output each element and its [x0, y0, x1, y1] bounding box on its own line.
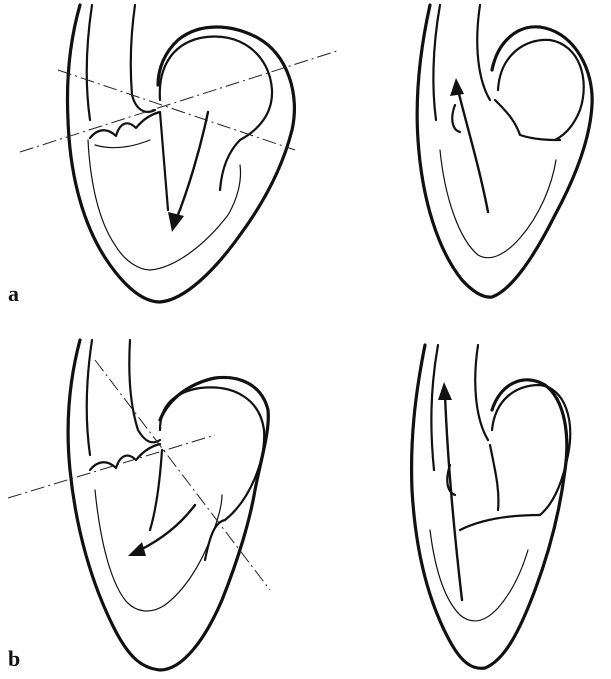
heart-b-left-flow-arrow: [140, 505, 195, 550]
heart-b-right: [412, 345, 571, 668]
heart-a-left-aortic-valve: [90, 112, 160, 138]
heart-b-left-atrium: [160, 387, 264, 520]
heart-a-right-flow-arrow: [458, 90, 488, 212]
heart-a-right-outer-wall: [417, 5, 592, 297]
heart-b-right-aorta: [431, 345, 488, 470]
heart-a-left-septum: [95, 140, 150, 148]
heart-a-left-flow-arrow: [176, 112, 208, 220]
heart-b-left: [8, 340, 270, 670]
heart-a-left-mitral-leaflet: [160, 112, 240, 210]
heart-a-right: [417, 5, 592, 297]
heart-b-left-mitral-leaflet: [150, 450, 225, 560]
heart-b-right-outer-wall: [412, 345, 567, 668]
heart-a-left-aorta: [87, 5, 155, 120]
heart-b-right-arrowhead: [438, 382, 452, 400]
heart-b-right-valve: [447, 445, 540, 530]
heart-b-left-aortic-valve: [90, 444, 160, 470]
heart-b-left-aorta: [87, 340, 160, 455]
heart-a-left-outer-wall: [68, 5, 295, 302]
heart-b-right-inner-wall: [430, 530, 528, 621]
heart-a-right-arrowhead: [450, 78, 464, 96]
heart-a-left: [20, 5, 340, 302]
heart-b-left-axis-2: [95, 360, 270, 590]
heart-a-right-inner-wall: [440, 150, 556, 258]
heart-a-right-atrium: [498, 40, 584, 140]
heart-b-left-arrowhead: [128, 542, 146, 556]
heart-a-left-atrium: [160, 37, 272, 140]
heart-a-left-axis-1: [58, 70, 295, 150]
heart-a-left-arrowhead: [168, 212, 184, 232]
heart-b-left-inner-wall: [95, 490, 222, 611]
heart-b-left-axis-1: [8, 435, 215, 498]
heart-b-right-flow-arrow: [445, 395, 462, 600]
